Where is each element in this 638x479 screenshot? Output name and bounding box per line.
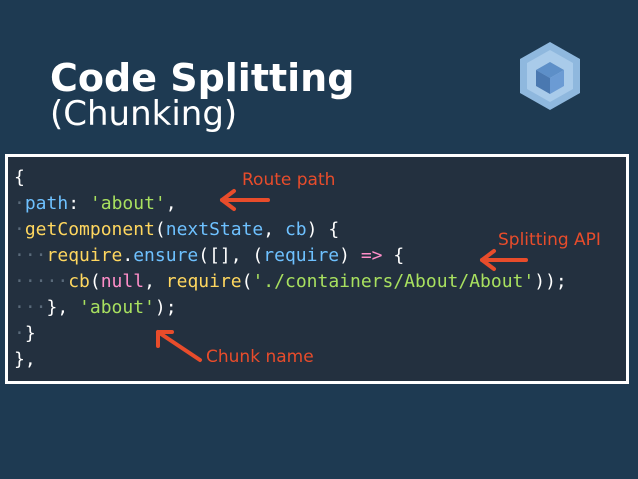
code-line-4: ···require.ensure([], (require) => { [14, 245, 405, 266]
code-line-8: }, [14, 349, 36, 370]
annotation-splitting-api: Splitting API [498, 230, 601, 250]
code-block: { ·path: 'about', ·getComponent(nextStat… [14, 165, 567, 373]
annotation-chunk-name: Chunk name [206, 347, 314, 367]
code-line-3: ·getComponent(nextState, cb) { [14, 219, 340, 240]
code-line-6: ···}, 'about'); [14, 297, 177, 318]
code-line-1: { [14, 167, 25, 188]
slide-subtitle: (Chunking) [50, 94, 238, 134]
webpack-cube-icon [520, 42, 580, 110]
code-line-7: ·} [14, 323, 36, 344]
code-line-5: ·····cb(null, require('./containers/Abou… [14, 271, 567, 292]
annotation-route-path: Route path [242, 170, 336, 190]
code-line-2: ·path: 'about', [14, 193, 177, 214]
slide-title: Code Splitting [50, 56, 355, 100]
code-panel: { ·path: 'about', ·getComponent(nextStat… [5, 154, 629, 384]
